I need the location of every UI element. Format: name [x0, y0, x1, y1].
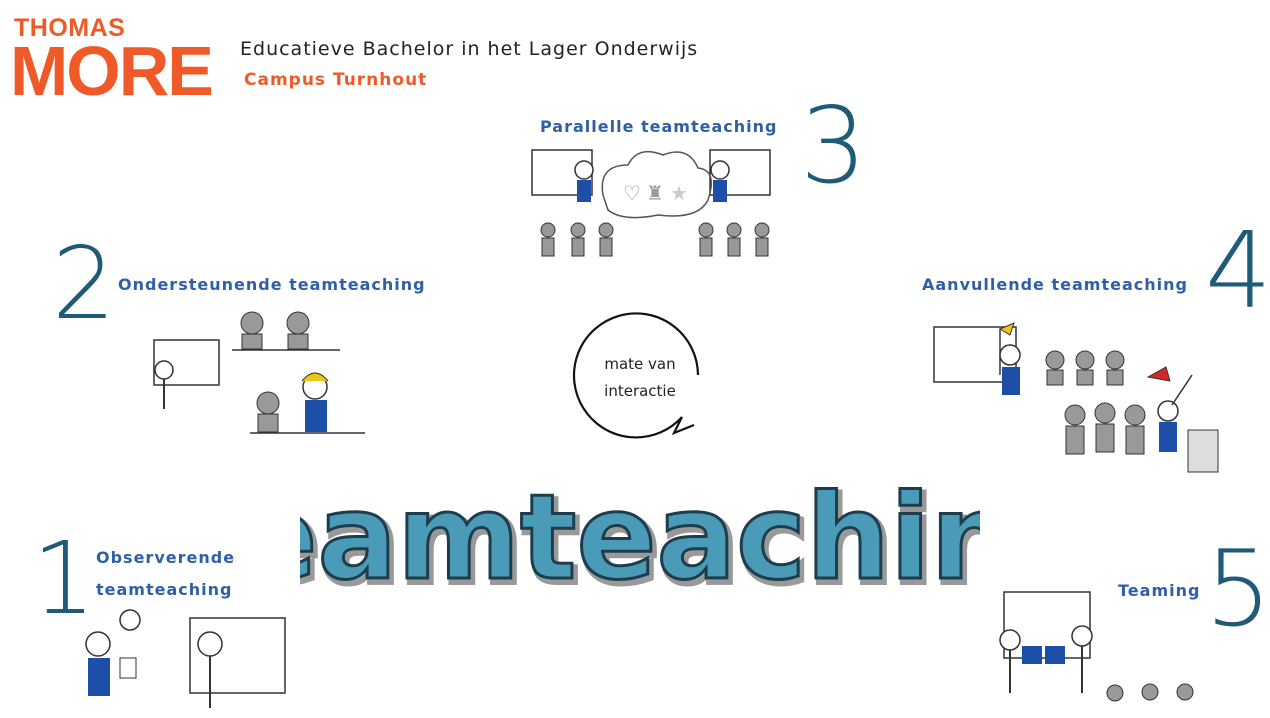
interaction-cycle-arrow: [572, 312, 700, 439]
step-4-number: 4: [1205, 210, 1270, 332]
logo-more: MORE: [10, 32, 214, 110]
program-title: Educatieve Bachelor in het Lager Onderwi…: [240, 38, 699, 60]
supporting-teaching-illustration: [153, 311, 365, 434]
svg-text:♜: ♜: [646, 181, 664, 205]
svg-text:♡: ♡: [623, 181, 641, 205]
campus-name: Campus Turnhout: [244, 70, 428, 90]
step-1-label-line2: teamteaching: [96, 580, 233, 599]
cycle-label-line2: interactie: [604, 382, 676, 400]
main-title: teamteaching teamteaching: [300, 470, 980, 610]
complementary-teaching-illustration: [933, 322, 1219, 473]
step-4-label: Aanvullende teamteaching: [922, 275, 1188, 294]
step-1-label-line1: Observerende: [96, 548, 236, 567]
main-title-shadow: teamteaching: [300, 472, 980, 610]
logo-thomas: THOMAS: [14, 14, 126, 42]
step-2-number: 2: [52, 225, 116, 342]
step-2-label: Ondersteunende teamteaching: [118, 275, 426, 294]
main-title-text: teamteaching: [300, 470, 980, 606]
observing-teaching-illustration: [85, 609, 286, 708]
step-3-label: Parallelle teamteaching: [540, 117, 778, 136]
step-1-number: 1: [32, 520, 96, 637]
step-5-label: Teaming: [1118, 581, 1201, 600]
cycle-label-line1: mate van: [604, 355, 676, 373]
svg-text:★: ★: [670, 181, 688, 205]
parallel-teaching-illustration: ♡ ♜ ★: [531, 149, 771, 257]
teaming-illustration: [999, 591, 1194, 702]
step-3-number: 3: [800, 85, 867, 207]
step-5-number: 5: [1205, 528, 1270, 650]
